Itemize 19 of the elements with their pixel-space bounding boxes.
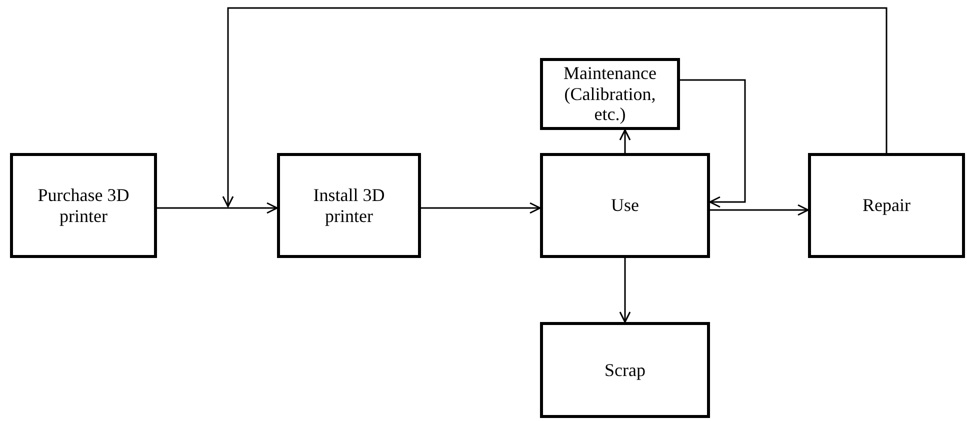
- process-box: [540, 322, 710, 418]
- arrow: [222, 7, 888, 208]
- arrow: [619, 129, 631, 153]
- process-box: [540, 153, 710, 258]
- process-box: [10, 153, 157, 258]
- arrow: [157, 202, 278, 214]
- arrow: [710, 204, 809, 216]
- process-box: [277, 153, 421, 258]
- arrow: [421, 202, 541, 214]
- box-label: Install 3D printer: [312, 184, 386, 226]
- arrow: [680, 79, 746, 208]
- box-label: Purchase 3D printer: [36, 184, 130, 226]
- arrow: [619, 258, 631, 323]
- box-label: Repair: [862, 195, 910, 216]
- process-box: [808, 153, 965, 258]
- process-box: [540, 58, 680, 130]
- box-label: Use: [611, 195, 639, 216]
- box-label: Scrap: [604, 360, 646, 380]
- box-label: Maintenance (Calibration, etc.): [562, 62, 658, 126]
